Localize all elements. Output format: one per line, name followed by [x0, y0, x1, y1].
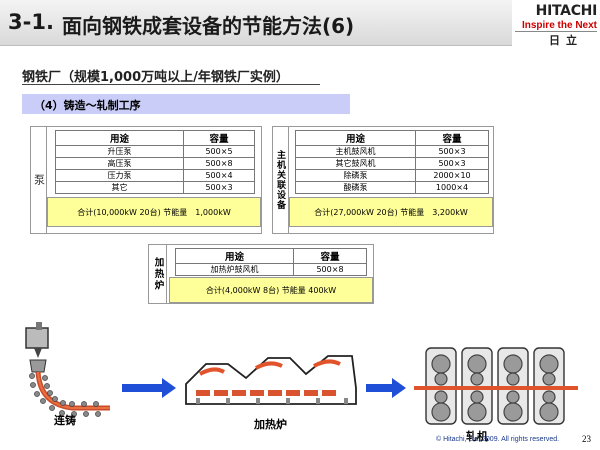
- cell-capacity: 500×8: [183, 157, 255, 170]
- logo-japanese: 日立: [549, 34, 583, 47]
- aux-total: 合计(27,000kW 20台) 节能量 3,200kW: [289, 197, 493, 227]
- cell-capacity: 500×4: [183, 169, 255, 182]
- logo-brand: HITACHI: [535, 3, 598, 19]
- furnace-total: 合计(4,000kW 8台) 节能量 400kW: [169, 277, 373, 303]
- cell-usage: 除磷泵: [295, 169, 416, 182]
- subtitle: 钢铁厂（规模1,000万吨以上/年钢铁厂实例）: [22, 70, 289, 85]
- continuous-caster-icon: [25, 322, 110, 417]
- table-header-row: 用途 容量: [175, 248, 367, 264]
- furnace-side-label: 加热炉: [152, 256, 164, 292]
- cell-capacity: 500×3: [183, 181, 255, 194]
- section-bar: （4）铸造～轧制工序: [22, 94, 350, 114]
- logo-divider: [515, 31, 597, 32]
- cell-usage: 酸磷泵: [295, 181, 416, 194]
- cell-capacity: 500×5: [183, 145, 255, 158]
- cell-usage: 其它鼓风机: [295, 157, 416, 170]
- cell-usage: 其它: [55, 181, 184, 194]
- flow-arrow-1: [122, 378, 176, 398]
- process-diagram: [25, 322, 578, 425]
- page-number: 23: [582, 434, 591, 444]
- casting-label: 连铸: [54, 414, 76, 427]
- header-capacity: 容量: [183, 130, 255, 146]
- page-title: 面向钢铁成套设备的节能方法(6): [62, 14, 355, 38]
- header-usage: 用途: [175, 248, 294, 264]
- cell-capacity: 2000×10: [415, 169, 489, 182]
- pump-side-label: 泵: [32, 173, 46, 187]
- table-header-row: 用途 容量: [55, 130, 255, 146]
- header-capacity: 容量: [293, 248, 367, 264]
- header-capacity: 容量: [415, 130, 489, 146]
- cell-usage: 加热炉鼓风机: [175, 263, 294, 276]
- section-number: 3-1.: [8, 10, 54, 34]
- furnace-side-label-cell: 加热炉: [149, 245, 167, 303]
- rolling-label: 轧机: [466, 430, 488, 443]
- cell-usage: 压力泵: [55, 169, 184, 182]
- cell-capacity: 500×8: [293, 263, 367, 276]
- hitachi-logo: HITACHI Inspire the Next 日立: [515, 3, 598, 47]
- furnace-label: 加热炉: [254, 418, 287, 431]
- copyright: © Hitachi, Ltd. 2009. All rights reserve…: [436, 436, 560, 443]
- aux-side-label: 主机关联设备: [275, 150, 285, 210]
- header-usage: 用途: [55, 130, 184, 146]
- aux-side-label-cell: 主机关联设备: [273, 127, 289, 233]
- header-usage: 用途: [295, 130, 416, 146]
- slide-header: 3-1. 面向钢铁成套设备的节能方法(6) HITACHI Inspire th…: [0, 0, 600, 48]
- rolling-mill-icon: [414, 347, 578, 425]
- title-bar: 3-1. 面向钢铁成套设备的节能方法(6): [0, 0, 512, 46]
- flow-arrow-2: [366, 378, 406, 398]
- cell-capacity: 1000×4: [415, 181, 489, 194]
- section-label: （4）铸造～轧制工序: [34, 99, 141, 112]
- pump-total: 合计(10,000kW 20台) 节能量 1,000kW: [47, 197, 261, 227]
- cell-capacity: 500×3: [415, 157, 489, 170]
- reheating-furnace-icon: [185, 355, 357, 405]
- cell-usage: 主机鼓风机: [295, 145, 416, 158]
- pump-side-label-cell: 泵: [31, 127, 47, 233]
- cell-usage: 升压泵: [55, 145, 184, 158]
- cell-capacity: 500×3: [415, 145, 489, 158]
- table-header-row: 用途 容量: [295, 130, 489, 146]
- cell-usage: 高压泵: [55, 157, 184, 170]
- logo-slogan: Inspire the Next: [521, 20, 597, 31]
- subtitle-underline: [22, 84, 320, 85]
